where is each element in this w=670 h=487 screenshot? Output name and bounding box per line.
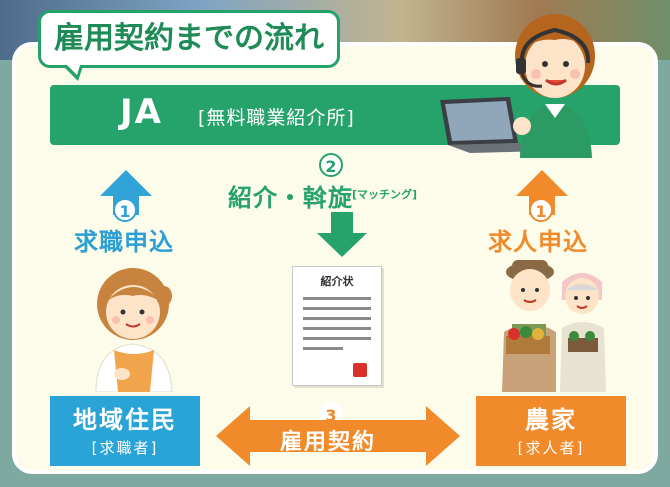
matching-sublabel: [マッチング] — [352, 188, 418, 201]
step-1-left-number: 1 — [113, 198, 137, 222]
apply-job-seeker-arrow — [100, 170, 152, 196]
recruitment-application-label: 求人申込 — [488, 228, 588, 256]
ja-name: JA — [120, 92, 163, 132]
letter-line — [303, 297, 371, 300]
letter-line — [303, 307, 371, 310]
diagram-title: 雇用契約までの流れ — [38, 10, 340, 68]
referral-letter-title: 紹介状 — [320, 275, 354, 288]
matching-arrow-shaft — [331, 212, 353, 234]
step-2-number: 2 — [319, 153, 343, 177]
letter-line — [303, 347, 343, 350]
employer-role: [求人者] — [517, 439, 585, 457]
employment-contract-label: 雇用契約 — [280, 430, 377, 455]
employer-box: 農家 [求人者] — [476, 396, 626, 466]
job-seeker-box: 地域住民 [求職者] — [50, 396, 200, 466]
apply-employer-arrow — [516, 170, 568, 196]
referral-letter-icon: 紹介状 — [292, 266, 382, 386]
job-seeker-name: 地域住民 — [73, 406, 177, 434]
job-seeker-role: [求職者] — [91, 439, 159, 457]
matching-label: 紹介・斡旋 — [228, 184, 353, 212]
letter-line — [303, 317, 371, 320]
employer-name: 農家 — [525, 406, 577, 434]
seal-stamp — [353, 363, 367, 377]
farmer-couple-icon — [502, 260, 606, 392]
title-bubble-tail-inner — [64, 62, 81, 75]
operator-with-headset-icon — [513, 14, 595, 158]
laptop-icon — [440, 97, 548, 153]
letter-line — [303, 327, 371, 330]
ja-subtitle: [無料職業紹介所] — [198, 107, 355, 129]
matching-arrow — [317, 233, 367, 257]
step-1-right-number: 1 — [529, 198, 553, 222]
job-seeker-woman-icon — [95, 268, 173, 392]
employment-contract-arrow — [216, 406, 460, 466]
letter-line — [303, 337, 371, 340]
job-application-label: 求職申込 — [74, 228, 174, 256]
